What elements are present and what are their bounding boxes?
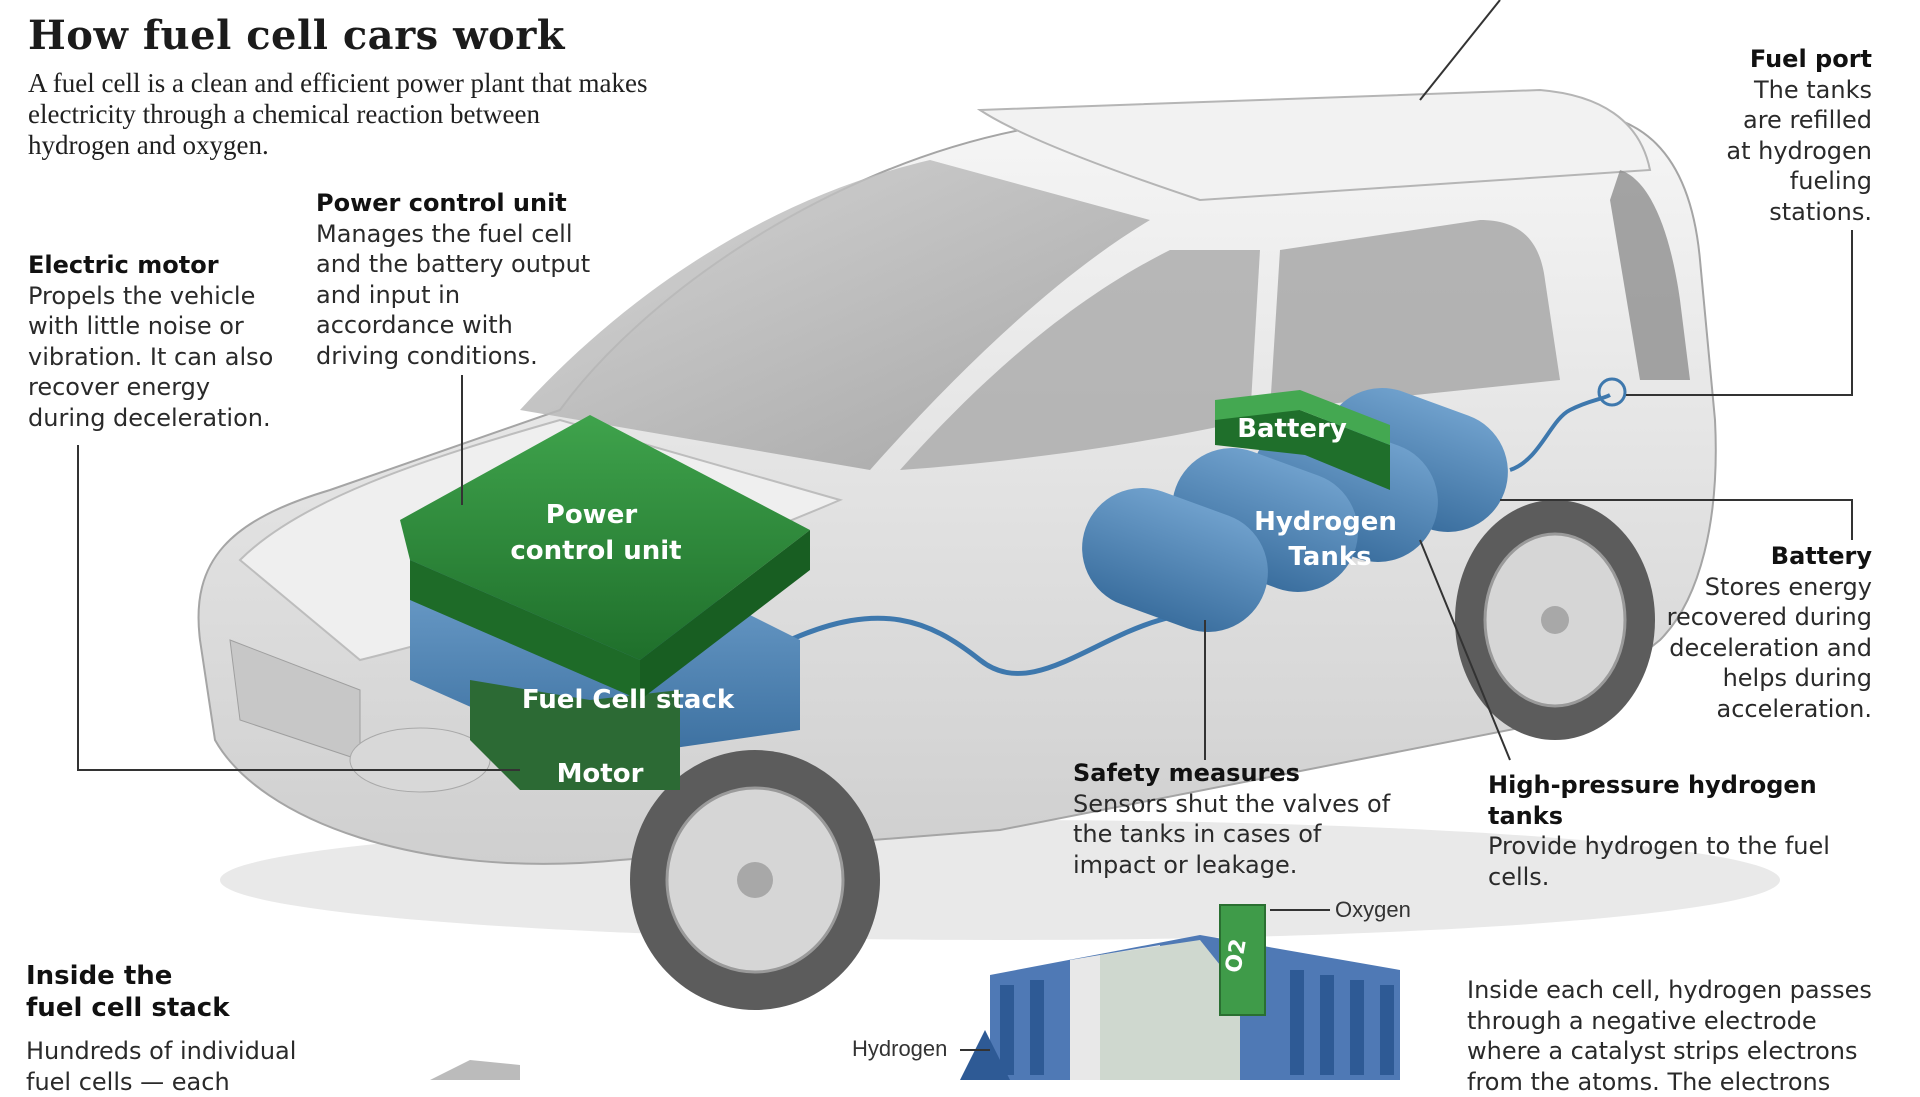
label-oxygen: Oxygen [1335,897,1411,923]
callout-line: Manages the fuel cell [316,219,616,250]
callout-line: fuel cells — each [26,1067,356,1097]
label-battery: Battery [1237,414,1347,444]
callout-line: deceleration and [1620,633,1872,664]
callout-safety-measures: Safety measures Sensors shut the valves … [1073,758,1413,880]
callout-line: with little noise or [28,311,298,342]
callout-heading: Fuel port [1630,44,1872,75]
intro-text: A fuel cell is a clean and efficient pow… [28,68,788,161]
callout-heading: Power control unit [316,188,616,219]
callout-line: through a negative electrode [1467,1006,1897,1037]
callout-line: from the atoms. The electrons [1467,1067,1897,1097]
callout-inside-cell: Inside each cell, hydrogen passes throug… [1467,975,1897,1097]
callout-electric-motor: Electric motor Propels the vehicle with … [28,250,298,433]
callout-line: accordance with [316,310,616,341]
callout-line: Stores energy [1620,572,1872,603]
callout-inside-stack-text: Hundreds of individual fuel cells — each [26,1036,356,1097]
callout-line: Sensors shut the valves of [1073,789,1413,820]
callout-inside-stack: Inside the fuel cell stack [26,960,356,1024]
callout-hydrogen-tanks: High-pressure hydrogen tanks Provide hyd… [1488,770,1888,892]
intro-line: electricity through a chemical reaction … [28,99,788,130]
callout-line: where a catalyst strips electrons [1467,1036,1897,1067]
callout-line: vibration. It can also [28,342,298,373]
label-hydrogen: Hydrogen [852,1036,947,1062]
callout-line: stations. [1630,197,1872,228]
leader-roof [1420,0,1500,100]
callout-line: at hydrogen [1630,136,1872,167]
callout-heading: Inside the [26,960,356,992]
page-title: How fuel cell cars work [28,12,565,59]
callout-line: recover energy [28,372,298,403]
label-fuel-cell-stack: Fuel Cell stack [522,685,735,715]
stack-thumbnail [430,1060,520,1080]
callout-fuel-port: Fuel port The tanks are refilled at hydr… [1630,44,1872,227]
callout-line: Propels the vehicle [28,281,298,312]
intro-line: A fuel cell is a clean and efficient pow… [28,68,788,99]
label-motor: Motor [557,759,644,789]
callout-line: driving conditions. [316,341,616,372]
callout-heading: Battery [1620,541,1872,572]
callout-battery: Battery Stores energy recovered during d… [1620,541,1872,724]
callout-line: and input in [316,280,616,311]
callout-power-control-unit: Power control unit Manages the fuel cell… [316,188,616,371]
callout-heading: fuel cell stack [26,992,356,1024]
intro-line: hydrogen and oxygen. [28,130,788,161]
callout-line: cells. [1488,862,1888,893]
callout-line: recovered during [1620,602,1872,633]
callout-line: are refilled [1630,105,1872,136]
callout-line: helps during [1620,663,1872,694]
callout-heading: High-pressure hydrogen tanks [1488,770,1888,831]
callout-line: impact or leakage. [1073,850,1413,881]
callout-line: The tanks [1630,75,1872,106]
callout-heading: Safety measures [1073,758,1413,789]
callout-line: Inside each cell, hydrogen passes [1467,975,1897,1006]
callout-line: fueling [1630,166,1872,197]
callout-line: Hundreds of individual [26,1036,356,1067]
callout-line: the tanks in cases of [1073,819,1413,850]
side-window-rear [1270,220,1560,410]
callout-line: Provide hydrogen to the fuel [1488,831,1888,862]
callout-heading: Electric motor [28,250,298,281]
headlight [350,728,490,792]
callout-line: and the battery output [316,249,616,280]
callout-line: acceleration. [1620,694,1872,725]
callout-line: during deceleration. [28,403,298,434]
